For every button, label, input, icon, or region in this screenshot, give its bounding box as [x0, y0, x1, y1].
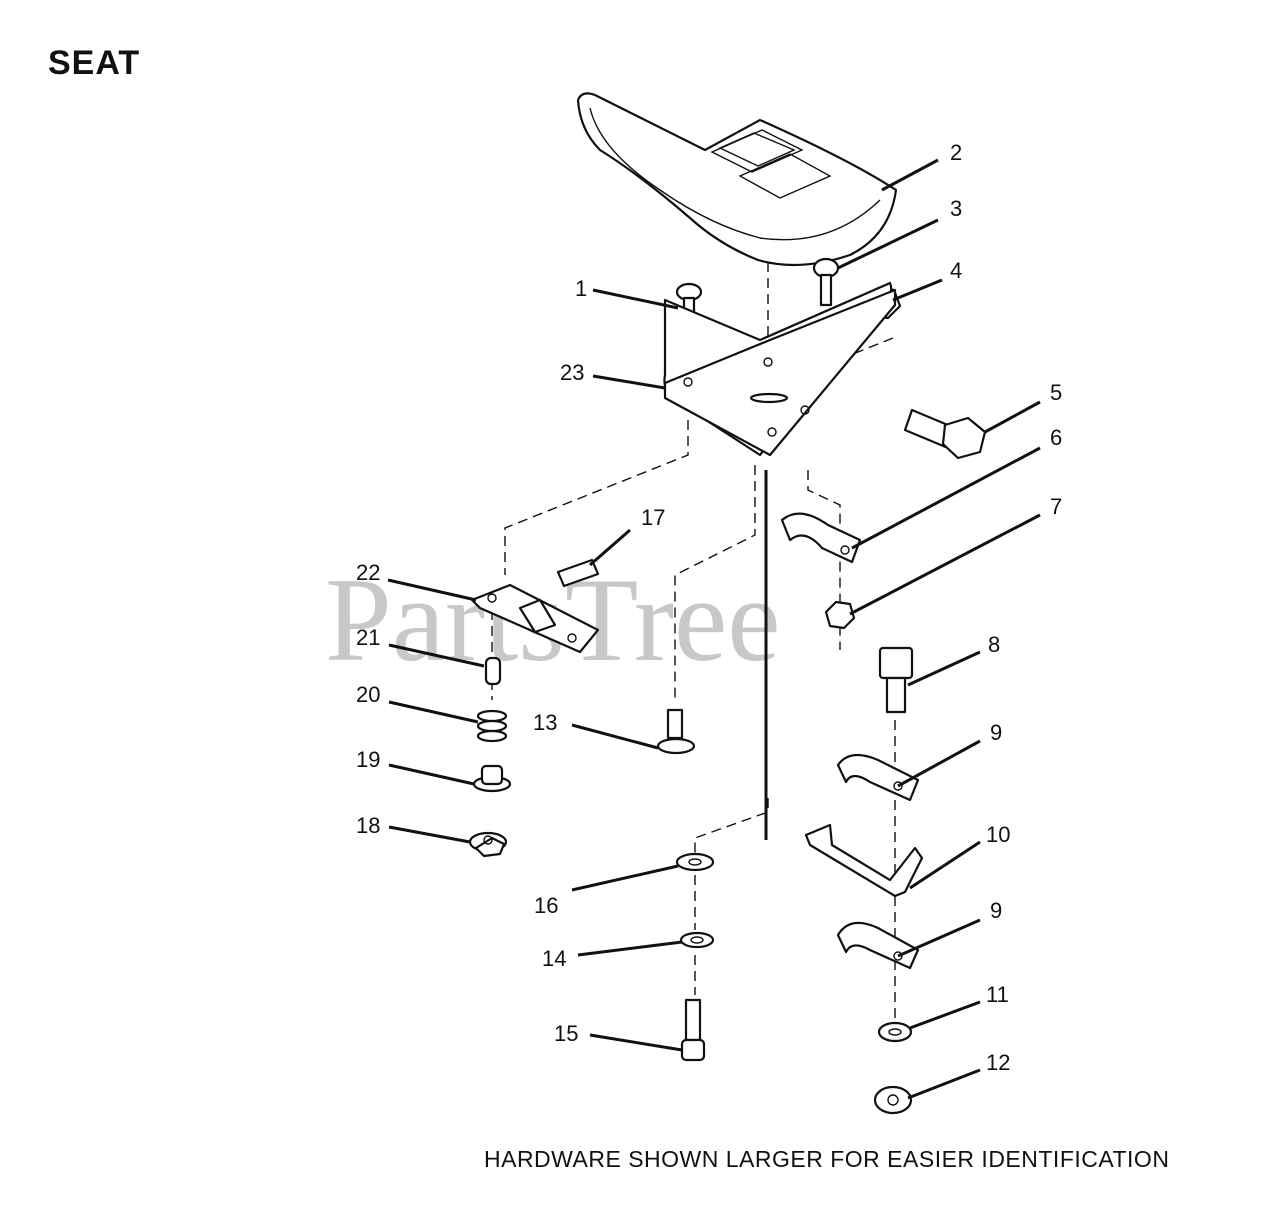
- callout-13: 13: [533, 710, 557, 735]
- callout-5: 5: [1050, 380, 1062, 405]
- lock-washer-part: [679, 931, 715, 949]
- lock-nut-part: [824, 600, 856, 630]
- diagram-title: SEAT: [48, 44, 141, 82]
- callout-14: 14: [542, 946, 566, 971]
- cap-screw-part: [680, 998, 706, 1062]
- clip-upper-part: [836, 753, 920, 802]
- screw-part: [812, 257, 840, 307]
- callout-23: 23: [560, 360, 584, 385]
- callout-1: 1: [575, 276, 587, 301]
- cap-nut-part: [472, 764, 512, 793]
- callout-7: 7: [1050, 494, 1062, 519]
- callout-2: 2: [950, 140, 962, 165]
- callout-9-upper: 9: [990, 720, 1002, 745]
- washer-part: [877, 1021, 913, 1043]
- bracket-part: [804, 823, 924, 898]
- spring-part: [476, 709, 508, 743]
- leader-lines: [387, 158, 1041, 1100]
- callout-15: 15: [554, 1021, 578, 1046]
- callout-9-lower: 9: [990, 898, 1002, 923]
- callout-17: 17: [641, 505, 665, 530]
- callout-labels: 2 3 4 1 23 5 6 7 17 22 21 20 19 18 13 8 …: [356, 140, 1062, 1075]
- flat-washer-part: [675, 852, 715, 872]
- callout-19: 19: [356, 747, 380, 772]
- bumper-part: [556, 558, 600, 588]
- callout-18: 18: [356, 813, 380, 838]
- callout-3: 3: [950, 196, 962, 221]
- latch-plate-part: [470, 583, 600, 654]
- clip-bracket-part: [780, 512, 862, 564]
- callout-21: 21: [356, 625, 380, 650]
- flange-nut-part: [468, 831, 508, 858]
- shoulder-bolt-part: [903, 408, 987, 460]
- seat-part: [576, 92, 898, 267]
- callout-12: 12: [986, 1050, 1010, 1075]
- nut-lower-part: [873, 1085, 913, 1115]
- callout-20: 20: [356, 682, 380, 707]
- callout-8: 8: [988, 632, 1000, 657]
- footnote: HARDWARE SHOWN LARGER FOR EASIER IDENTIF…: [484, 1146, 1170, 1172]
- callout-22: 22: [356, 560, 380, 585]
- hex-bolt-part: [878, 646, 914, 714]
- callout-6: 6: [1050, 425, 1062, 450]
- stud-part: [656, 708, 696, 755]
- callout-4: 4: [950, 258, 962, 283]
- seat-plate-part: [663, 281, 897, 457]
- callout-11: 11: [986, 982, 1009, 1007]
- callout-16: 16: [534, 893, 558, 918]
- clip-lower-part: [836, 921, 920, 970]
- callout-10: 10: [986, 822, 1010, 847]
- pin-part: [484, 656, 502, 686]
